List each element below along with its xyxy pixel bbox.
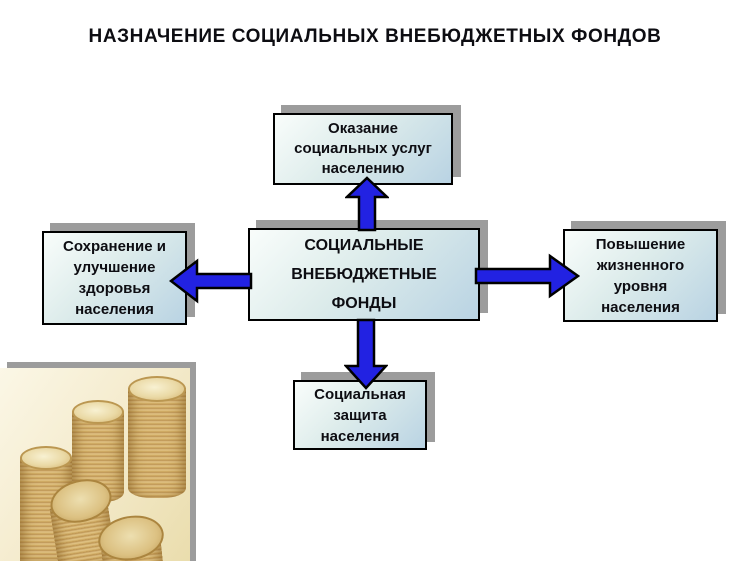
box-social-services: Оказание социальных услуг населению — [273, 113, 453, 185]
box-center-line: СОЦИАЛЬНЫЕ — [304, 237, 424, 254]
box-health-improvement: Сохранение и улучшение здоровья населени… — [42, 231, 187, 325]
arrow-left-icon — [169, 258, 253, 304]
box-health-improvement-line: Сохранение и — [63, 238, 166, 255]
box-social-services-line: социальных услуг — [294, 140, 432, 157]
box-social-services-line: Оказание — [328, 120, 398, 137]
box-social-protection-line: Социальная — [314, 385, 406, 403]
box-center-line: ВНЕБЮДЖЕТНЫЕ — [291, 266, 437, 283]
box-living-standards: Повышение жизненного уровня населения — [563, 229, 718, 322]
box-center-line: ФОНДЫ — [331, 295, 397, 312]
slide-title: НАЗНАЧЕНИЕ СОЦИАЛЬНЫХ ВНЕБЮДЖЕТНЫХ ФОНДО… — [88, 26, 662, 47]
arrow-up-icon — [345, 176, 389, 232]
box-social-extrabudgetary-funds: СОЦИАЛЬНЫЕ ВНЕБЮДЖЕТНЫЕ ФОНДЫ — [248, 228, 480, 321]
coin-top-face — [20, 446, 72, 470]
arrow-down-icon — [344, 318, 388, 390]
box-living-standards-line: жизненного — [596, 256, 685, 274]
box-social-protection: Социальная защита населения — [293, 380, 427, 450]
box-social-protection-line: защита — [333, 406, 387, 424]
box-health-improvement-line: населения — [75, 301, 154, 318]
box-living-standards-line: населения — [601, 298, 680, 316]
box-living-standards-line: Повышение — [595, 235, 686, 253]
box-social-protection-line: населения — [320, 427, 400, 445]
arrow-right-icon — [474, 253, 580, 299]
box-social-services-line: населению — [321, 160, 405, 177]
coin-stack — [128, 388, 186, 498]
coin-top-face — [128, 376, 186, 402]
box-living-standards-line: уровня — [613, 277, 668, 295]
box-health-improvement-line: здоровья — [78, 280, 151, 297]
box-health-improvement-line: улучшение — [73, 259, 156, 276]
coin-top-face — [72, 400, 124, 424]
coins-photo — [0, 368, 190, 561]
